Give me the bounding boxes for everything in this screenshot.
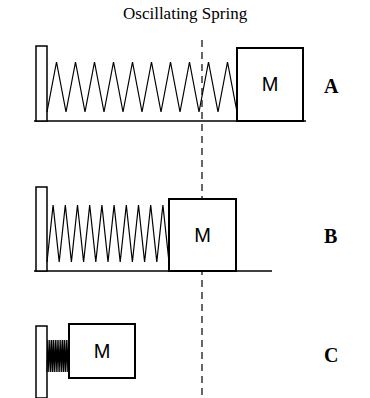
mass-label: M: [262, 73, 279, 96]
mass-block: M: [68, 323, 136, 379]
mass-label: M: [94, 340, 111, 363]
row-label: A: [324, 75, 338, 98]
wall: [36, 46, 47, 121]
spring: [47, 205, 169, 262]
row-label: C: [324, 344, 338, 367]
spring: [47, 340, 69, 372]
mass-label: M: [194, 224, 211, 247]
wall: [36, 187, 47, 271]
mass-block: M: [236, 47, 304, 122]
diagram-title: Oscillating Spring: [123, 4, 247, 24]
wall: [36, 326, 47, 398]
spring: [47, 62, 237, 112]
row-label: B: [324, 225, 337, 248]
mass-block: M: [168, 198, 237, 272]
